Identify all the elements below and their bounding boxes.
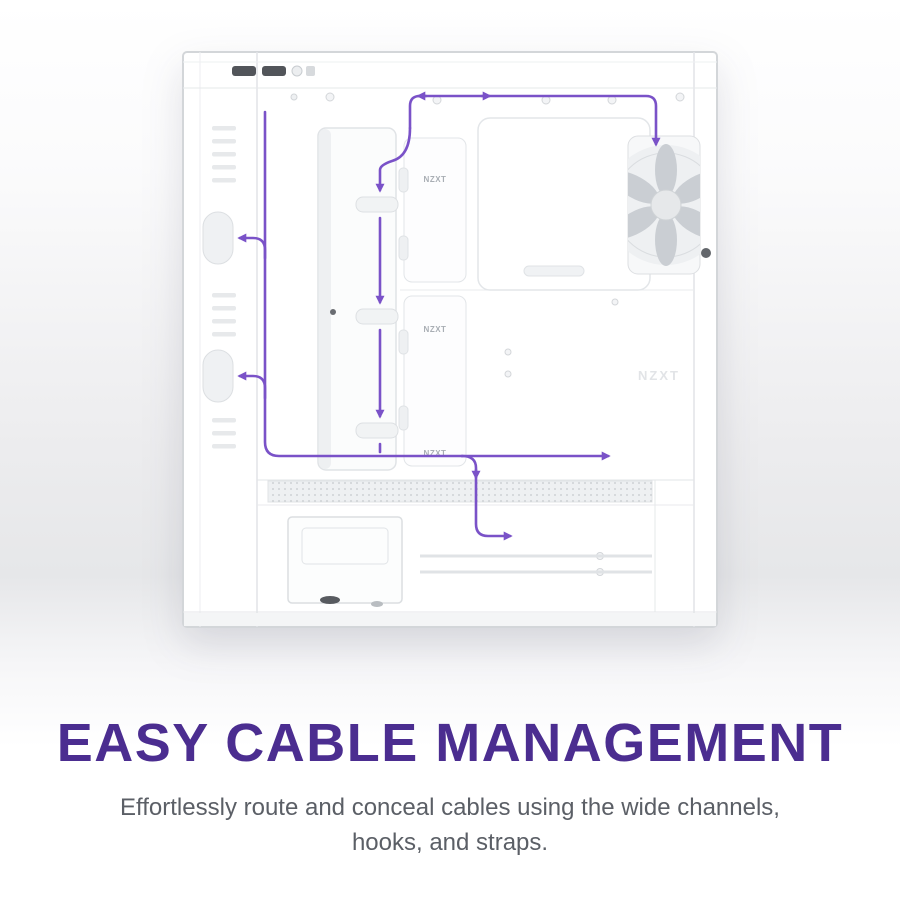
psu-rails (420, 554, 652, 574)
rear-fan-icon (627, 135, 701, 275)
front-panel-vents (212, 126, 236, 449)
feature-heading: EASY CABLE MANAGEMENT (56, 713, 844, 773)
side-channel-covers: NZXT NZXT NZXT (398, 137, 467, 467)
brand-logo-faint: NZXT (638, 368, 680, 383)
cable-path-top (408, 94, 661, 147)
cable-path-grommet-top (237, 233, 267, 260)
cable-grommets (202, 211, 234, 403)
case-illustration-svg: NZXT NZXT NZXT (182, 51, 718, 628)
cable-path-channel-entry (375, 126, 412, 193)
feature-subtitle-line-1: Effortlessly route and conceal cables us… (120, 794, 780, 821)
cable-routing (237, 91, 661, 541)
thumbscrew (701, 248, 711, 258)
brand-logo: NZXT (424, 175, 447, 184)
cable-path-grommet-bottom (237, 371, 267, 400)
feature-subtitle-line-2: hooks, and straps. (351, 829, 549, 856)
component-backplate (477, 117, 651, 291)
cable-path-left (263, 110, 464, 458)
product-feature-card: NZXT NZXT NZXT (0, 51, 900, 860)
brand-logo: NZXT (424, 325, 447, 334)
brand-logo: NZXT (424, 449, 447, 458)
cable-channel (317, 127, 397, 471)
top-io-ports (232, 65, 315, 101)
channel-screw (330, 309, 336, 315)
feature-copy: EASY CABLE MANAGEMENT Effortlessly route… (0, 690, 900, 860)
feature-subtitle: Effortlessly route and conceal cables us… (0, 790, 900, 860)
psu-bracket (287, 516, 403, 607)
cable-path-psu (460, 454, 513, 541)
case-illustration: NZXT NZXT NZXT (182, 51, 718, 628)
mesh-vent (267, 480, 653, 503)
cable-straps (355, 196, 399, 439)
